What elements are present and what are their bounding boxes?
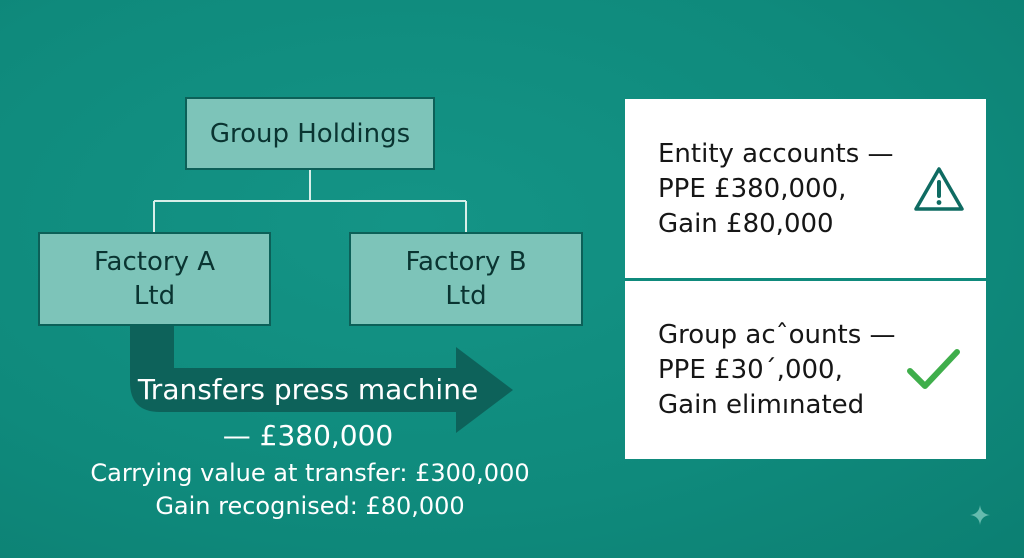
factory-a-box: Factory A Ltd xyxy=(38,232,271,326)
panel-divider xyxy=(625,278,986,281)
entity-accounts-line1: Entity accounts — xyxy=(658,139,894,169)
group-accounts-line3: Gain elimınated xyxy=(658,390,865,420)
transfer-arrow xyxy=(130,326,513,433)
group-holdings-box: Group Holdings xyxy=(185,97,435,170)
factory-a-label-line2: Ltd xyxy=(133,281,176,311)
entity-accounts-panel: Entity accounts — PPE £380,000, Gain £80… xyxy=(625,99,986,278)
group-accounts-text: Group acˆounts — PPE £30´,000, Gain elim… xyxy=(658,318,896,423)
factory-a-label-line1: Factory A xyxy=(93,247,216,277)
warning-icon xyxy=(914,167,964,211)
sparkle-icon xyxy=(970,505,990,525)
entity-accounts-line3: Gain £80,000 xyxy=(658,209,834,239)
transfer-label: Transfers press machine xyxy=(137,373,479,406)
check-icon xyxy=(907,349,960,389)
entity-accounts-line2: PPE £380,000, xyxy=(658,174,847,204)
group-accounts-line1: Group acˆounts — xyxy=(658,320,896,350)
transfer-amount: — £380,000 xyxy=(222,419,394,452)
group-accounts-panel: Group acˆounts — PPE £30´,000, Gain elim… xyxy=(625,281,986,459)
carrying-value-note: Carrying value at transfer: £300,000 xyxy=(90,459,530,487)
factory-b-label-line1: Factory B xyxy=(405,247,527,277)
entity-accounts-text: Entity accounts — PPE £380,000, Gain £80… xyxy=(658,137,894,242)
factory-b-label-line2: Ltd xyxy=(445,281,487,311)
factory-b-box: Factory B Ltd xyxy=(349,232,583,326)
org-connectors xyxy=(153,170,467,232)
group-accounts-line2: PPE £30´,000, xyxy=(658,355,843,385)
group-holdings-label: Group Holdings xyxy=(209,118,411,149)
gain-note: Gain recognised: £80,000 xyxy=(155,492,465,520)
